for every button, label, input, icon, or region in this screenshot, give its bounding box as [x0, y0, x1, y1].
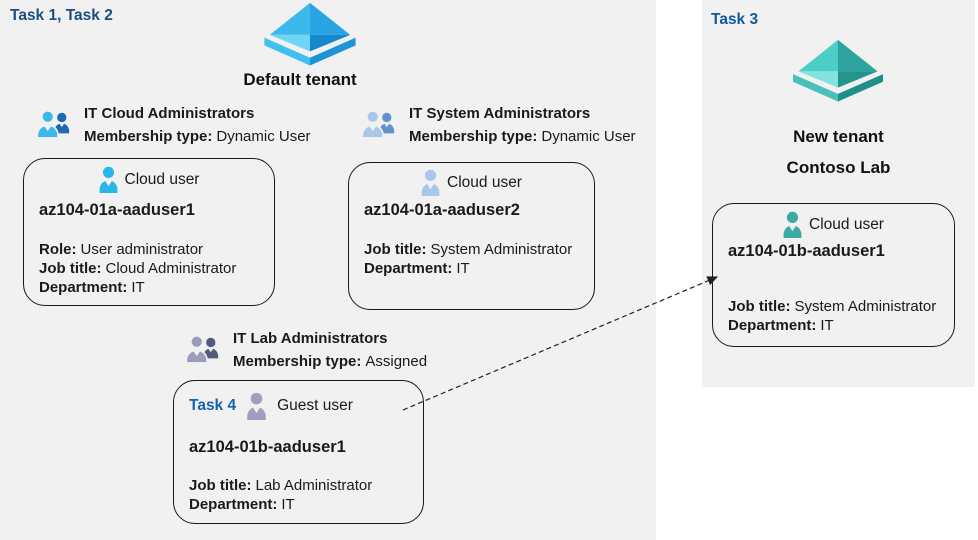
cloud-user-icon	[99, 166, 118, 193]
task-3-label: Task 3	[711, 11, 759, 28]
user-type-header: Cloud user	[349, 169, 594, 196]
user-name: az104-01b-aaduser1	[189, 438, 346, 456]
user-type-header: Cloud user	[24, 166, 274, 193]
user-type-label: Guest user	[277, 397, 353, 414]
user-job-title: Job title:Lab Administrator	[189, 477, 373, 494]
user-card-aaduser2: Cloud user az104-01a-aaduser2 Job title:…	[348, 162, 595, 310]
group-icon	[186, 333, 220, 363]
default-tenant-title: Default tenant	[243, 70, 357, 89]
user-name: az104-01a-aaduser2	[364, 201, 520, 219]
user-department: Department:IT	[364, 260, 470, 277]
user-name: az104-01a-aaduser1	[39, 201, 195, 219]
user-job-title: Job title:Cloud Administrator	[39, 260, 237, 277]
group-name: IT Lab Administrators	[233, 330, 388, 347]
group-icon	[37, 108, 71, 138]
group-membership: Membership type:Assigned	[233, 350, 427, 373]
user-department: Department:IT	[189, 496, 295, 513]
task-1-2-label: Task 1, Task 2	[10, 7, 113, 24]
group-name: IT System Administrators	[409, 105, 591, 122]
user-type-label: Cloud user	[124, 170, 200, 188]
new-tenant-icon	[793, 39, 883, 102]
cloud-user-icon	[421, 169, 440, 196]
default-tenant-icon	[264, 2, 356, 66]
group-it-system-administrators: IT System Administrators Membership type…	[362, 102, 636, 148]
cloud-user-icon	[783, 211, 802, 238]
group-icon	[362, 108, 396, 138]
user-department: Department:IT	[39, 279, 145, 296]
task-4-label: Task 4	[189, 397, 237, 414]
group-membership: Membership type:Dynamic User	[84, 125, 311, 148]
user-details: Role:User administrator Job title:Cloud …	[39, 240, 236, 297]
membership-value: Assigned	[365, 353, 428, 370]
user-job-title: Job title:System Administrator	[364, 241, 573, 258]
membership-label: Membership type:	[233, 353, 362, 370]
membership-label: Membership type:	[84, 128, 213, 145]
user-type-label: Cloud user	[809, 215, 884, 233]
user-type-header: Cloud user	[713, 211, 954, 238]
user-details: Job title:System Administrator Departmen…	[364, 240, 572, 278]
group-name: IT Cloud Administrators	[84, 105, 255, 122]
group-it-cloud-administrators: IT Cloud Administrators Membership type:…	[37, 102, 311, 148]
new-tenant-title: New tenant Contoso Lab	[702, 121, 975, 183]
user-details: Job title:Lab Administrator Department:I…	[189, 476, 372, 514]
user-card-aaduser1: Cloud user az104-01a-aaduser1 Role:User …	[23, 158, 275, 306]
user-department: Department:IT	[728, 317, 834, 334]
user-name: az104-01b-aaduser1	[728, 242, 885, 260]
membership-value: Dynamic User	[216, 128, 311, 145]
user-type-label: Cloud user	[447, 173, 522, 191]
guest-user-card: Task 4 Guest user az104-01b-aaduser1 Job…	[173, 380, 424, 524]
membership-label: Membership type:	[409, 128, 538, 145]
new-tenant-user-card: Cloud user az104-01b-aaduser1 Job title:…	[712, 203, 955, 347]
group-membership: Membership type:Dynamic User	[409, 125, 636, 148]
default-tenant-panel	[0, 0, 656, 540]
user-details: Job title:System Administrator Departmen…	[728, 297, 936, 335]
user-role: Role:User administrator	[39, 241, 204, 258]
membership-value: Dynamic User	[541, 128, 636, 145]
user-job-title: Job title:System Administrator	[728, 298, 937, 315]
guest-user-icon	[246, 392, 267, 420]
user-type-header: Task 4 Guest user	[189, 392, 353, 420]
new-tenant-title-line2: Contoso Lab	[786, 158, 891, 177]
group-it-lab-administrators: IT Lab Administrators Membership type:As…	[186, 327, 427, 373]
new-tenant-title-line1: New tenant	[793, 127, 884, 146]
